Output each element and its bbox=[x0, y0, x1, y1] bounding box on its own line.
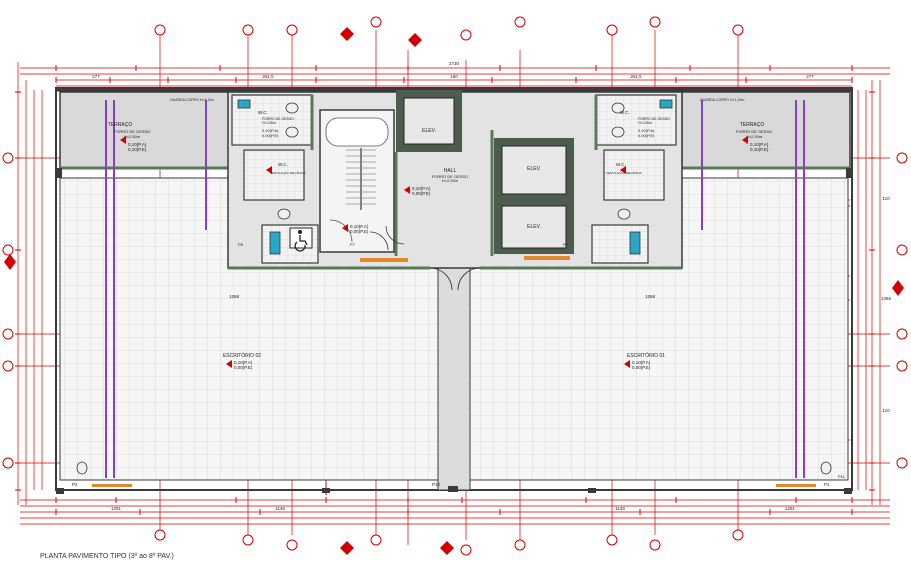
elevators bbox=[396, 90, 574, 254]
dim-row-a-4: 261,5 bbox=[630, 74, 642, 79]
terrace-right-ceiling: FORRO DE GESSO bbox=[736, 129, 772, 134]
wc-right-height: H=2,50m bbox=[638, 121, 652, 125]
pillar-p11: P11 bbox=[838, 474, 846, 479]
office-left-level1: 0,10(P.A) bbox=[234, 360, 253, 365]
wc-right-level2: 0,00(P.E) bbox=[638, 133, 655, 138]
dim-row-a-5: 277 bbox=[806, 74, 814, 79]
office-left-name: ESCRITÓRIO 02 bbox=[223, 352, 261, 359]
dim-side-right-2: 110 bbox=[882, 408, 890, 413]
dimension-ticks bbox=[15, 65, 875, 515]
terrace-right-level1: 0,10(P.A) bbox=[750, 142, 769, 147]
terrace-left-level1: 0,10(P.A) bbox=[128, 142, 147, 147]
dim-row-a-3: 150 bbox=[450, 74, 458, 79]
elevator-3-label: ELEV. bbox=[527, 224, 541, 230]
hall-name: HALL bbox=[444, 168, 457, 174]
dim-side-right-3: 110 bbox=[882, 196, 890, 201]
office-right-level1: 0,10(P.A) bbox=[632, 360, 651, 365]
wc-left-height: H=2,50m bbox=[262, 121, 276, 125]
dim-bottom-4: 1291 bbox=[785, 506, 796, 511]
pillar-p10: P10 bbox=[432, 482, 441, 487]
dim-bottom-2: 1148 bbox=[275, 506, 285, 511]
window-sills bbox=[92, 256, 816, 487]
room-labels: TERRAÇO FORRO DE GESSO H=2,50m 0,10(P.A)… bbox=[72, 98, 846, 487]
dimension-values: 2730 277 261,5 150 261,5 277 1268 1268 1… bbox=[92, 61, 891, 511]
terrace-left-height: H=2,50m bbox=[124, 134, 141, 139]
staircase bbox=[319, 109, 395, 253]
dim-total-top: 2730 bbox=[449, 61, 460, 66]
wc-acc-left-note: VENTILAÇÃO MECÂNICA bbox=[270, 170, 306, 175]
elevator-2-label: ELEV. bbox=[527, 166, 541, 172]
terrace-right-height: H=2,50m bbox=[746, 134, 763, 139]
wc-left-name: W.C. bbox=[258, 110, 268, 115]
guard-right-label: GUARDA-CORPO H=1,10m bbox=[700, 98, 744, 102]
dim-office-right: 1268 bbox=[645, 294, 656, 299]
hall-doors bbox=[369, 225, 481, 291]
pillar-p2: P2 bbox=[72, 482, 78, 487]
terrace-left-name: TERRAÇO bbox=[108, 122, 133, 128]
grid-bubbles bbox=[2, 16, 908, 556]
pillar-p6: P6 bbox=[563, 242, 569, 247]
office-left-level2: 0,00(P.E) bbox=[234, 365, 253, 370]
wc-right-level1: 0,10(P.A) bbox=[638, 128, 655, 133]
wc-acc-right-name: W.C. bbox=[616, 162, 626, 167]
dim-row-a-1: 277 bbox=[92, 74, 100, 79]
wc-right-name: W.C. bbox=[620, 110, 630, 115]
hall-level2: 0,00(P.E) bbox=[412, 191, 431, 196]
elevator-1-label: ELEV. bbox=[422, 128, 436, 134]
wc-left-ceiling: FORRO DE GESSO bbox=[262, 117, 294, 121]
stair-level2: 0,00(P.E) bbox=[350, 229, 369, 234]
dim-bottom-3: 1148 bbox=[615, 506, 625, 511]
guard-left-label: GUARDA-CORPO H=1,10m bbox=[170, 98, 214, 102]
terrace-left bbox=[59, 91, 231, 169]
hall-ceiling: FORRO DE GESSO bbox=[432, 174, 468, 179]
terrace-right-level2: 0,10(P.E) bbox=[750, 147, 769, 152]
wc-left-level1: 0,10(P.A) bbox=[262, 128, 279, 133]
level-markers bbox=[120, 136, 748, 368]
core-walls bbox=[228, 95, 682, 270]
dim-side-right-1: 1365 bbox=[881, 296, 892, 301]
wc-acc-right-note: VENTILAÇÃO MECÂNICA bbox=[606, 170, 642, 175]
hall-level1: 0,10(P.A) bbox=[412, 186, 431, 191]
wc-right-ceiling: FORRO DE GESSO bbox=[638, 117, 670, 121]
dim-bottom-1: 1291 bbox=[111, 506, 122, 511]
terrace-right-name: TERRAÇO bbox=[740, 122, 765, 128]
vertical-pipes bbox=[105, 100, 805, 478]
office-right-name: ESCRITÓRIO 01 bbox=[627, 352, 665, 359]
wc-acc-left-name: W.C. bbox=[278, 162, 288, 167]
terrace-left-level2: 0,10(P.E) bbox=[128, 147, 147, 152]
pillar-p8: P8 bbox=[238, 242, 244, 247]
dim-row-a-2: 261,5 bbox=[262, 74, 274, 79]
section-markers bbox=[4, 27, 904, 555]
drawing-caption: PLANTA PAVIMENTO TIPO (3º ao 8º PAV.) bbox=[40, 553, 174, 560]
pillar-p7: P7 bbox=[350, 242, 356, 247]
pillars bbox=[56, 168, 852, 494]
dim-office-left: 1268 bbox=[229, 294, 240, 299]
sanitary-fixtures bbox=[76, 99, 832, 475]
accessibility-icon bbox=[289, 227, 313, 252]
office-right-level2: 0,00(P.E) bbox=[632, 365, 651, 370]
hall-height: H=2,50m bbox=[442, 178, 459, 183]
terrace-left-ceiling: FORRO DE GESSO bbox=[114, 129, 150, 134]
wc-left-level2: 0,00(P.E) bbox=[262, 133, 279, 138]
pillar-p1: P1 bbox=[824, 482, 830, 487]
stair-level1: 0,10(P.A) bbox=[350, 224, 369, 229]
